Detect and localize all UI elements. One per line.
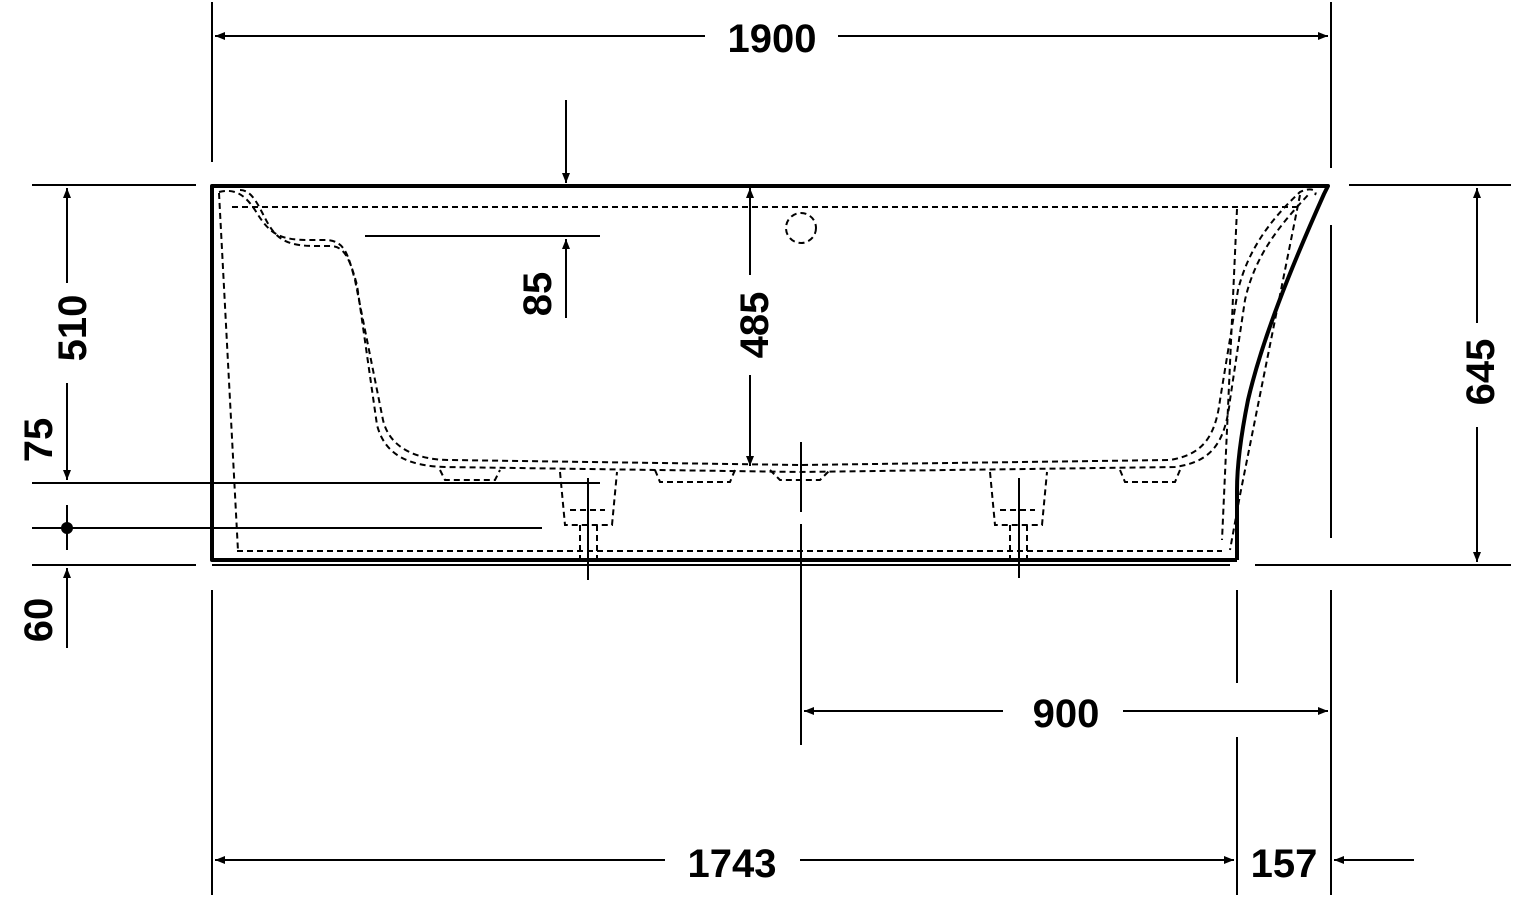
- dim-label-85: 85: [516, 272, 560, 317]
- dim-label-157: 157: [1251, 842, 1318, 886]
- dim-rim-offset: 85: [516, 100, 570, 318]
- tub-outline: [210, 184, 1330, 566]
- dim-overall-length: 1900: [215, 17, 1328, 61]
- dim-label-1743: 1743: [688, 842, 777, 886]
- dim-label-485: 485: [733, 292, 777, 359]
- dim-left-heights: 510 75: [17, 188, 95, 550]
- dim-inner-depth: 485: [733, 188, 777, 466]
- dim-label-1900: 1900: [728, 17, 817, 61]
- hidden-lines: [218, 188, 1317, 580]
- extension-lines: [32, 2, 1511, 895]
- dim-label-75: 75: [17, 418, 61, 463]
- dim-right-height: 645: [1459, 188, 1503, 562]
- dim-label-900: 900: [1033, 692, 1100, 736]
- dim-label-60: 60: [17, 598, 61, 643]
- drain-axis-dot: [61, 522, 73, 534]
- dim-slope-offset: 157: [1251, 842, 1414, 886]
- dim-base-length: 1743: [215, 842, 1234, 886]
- dim-label-510: 510: [51, 295, 95, 362]
- dim-drain-offset: 900: [804, 692, 1328, 736]
- dim-foot-height: 60: [17, 568, 71, 648]
- dim-label-645: 645: [1459, 339, 1503, 406]
